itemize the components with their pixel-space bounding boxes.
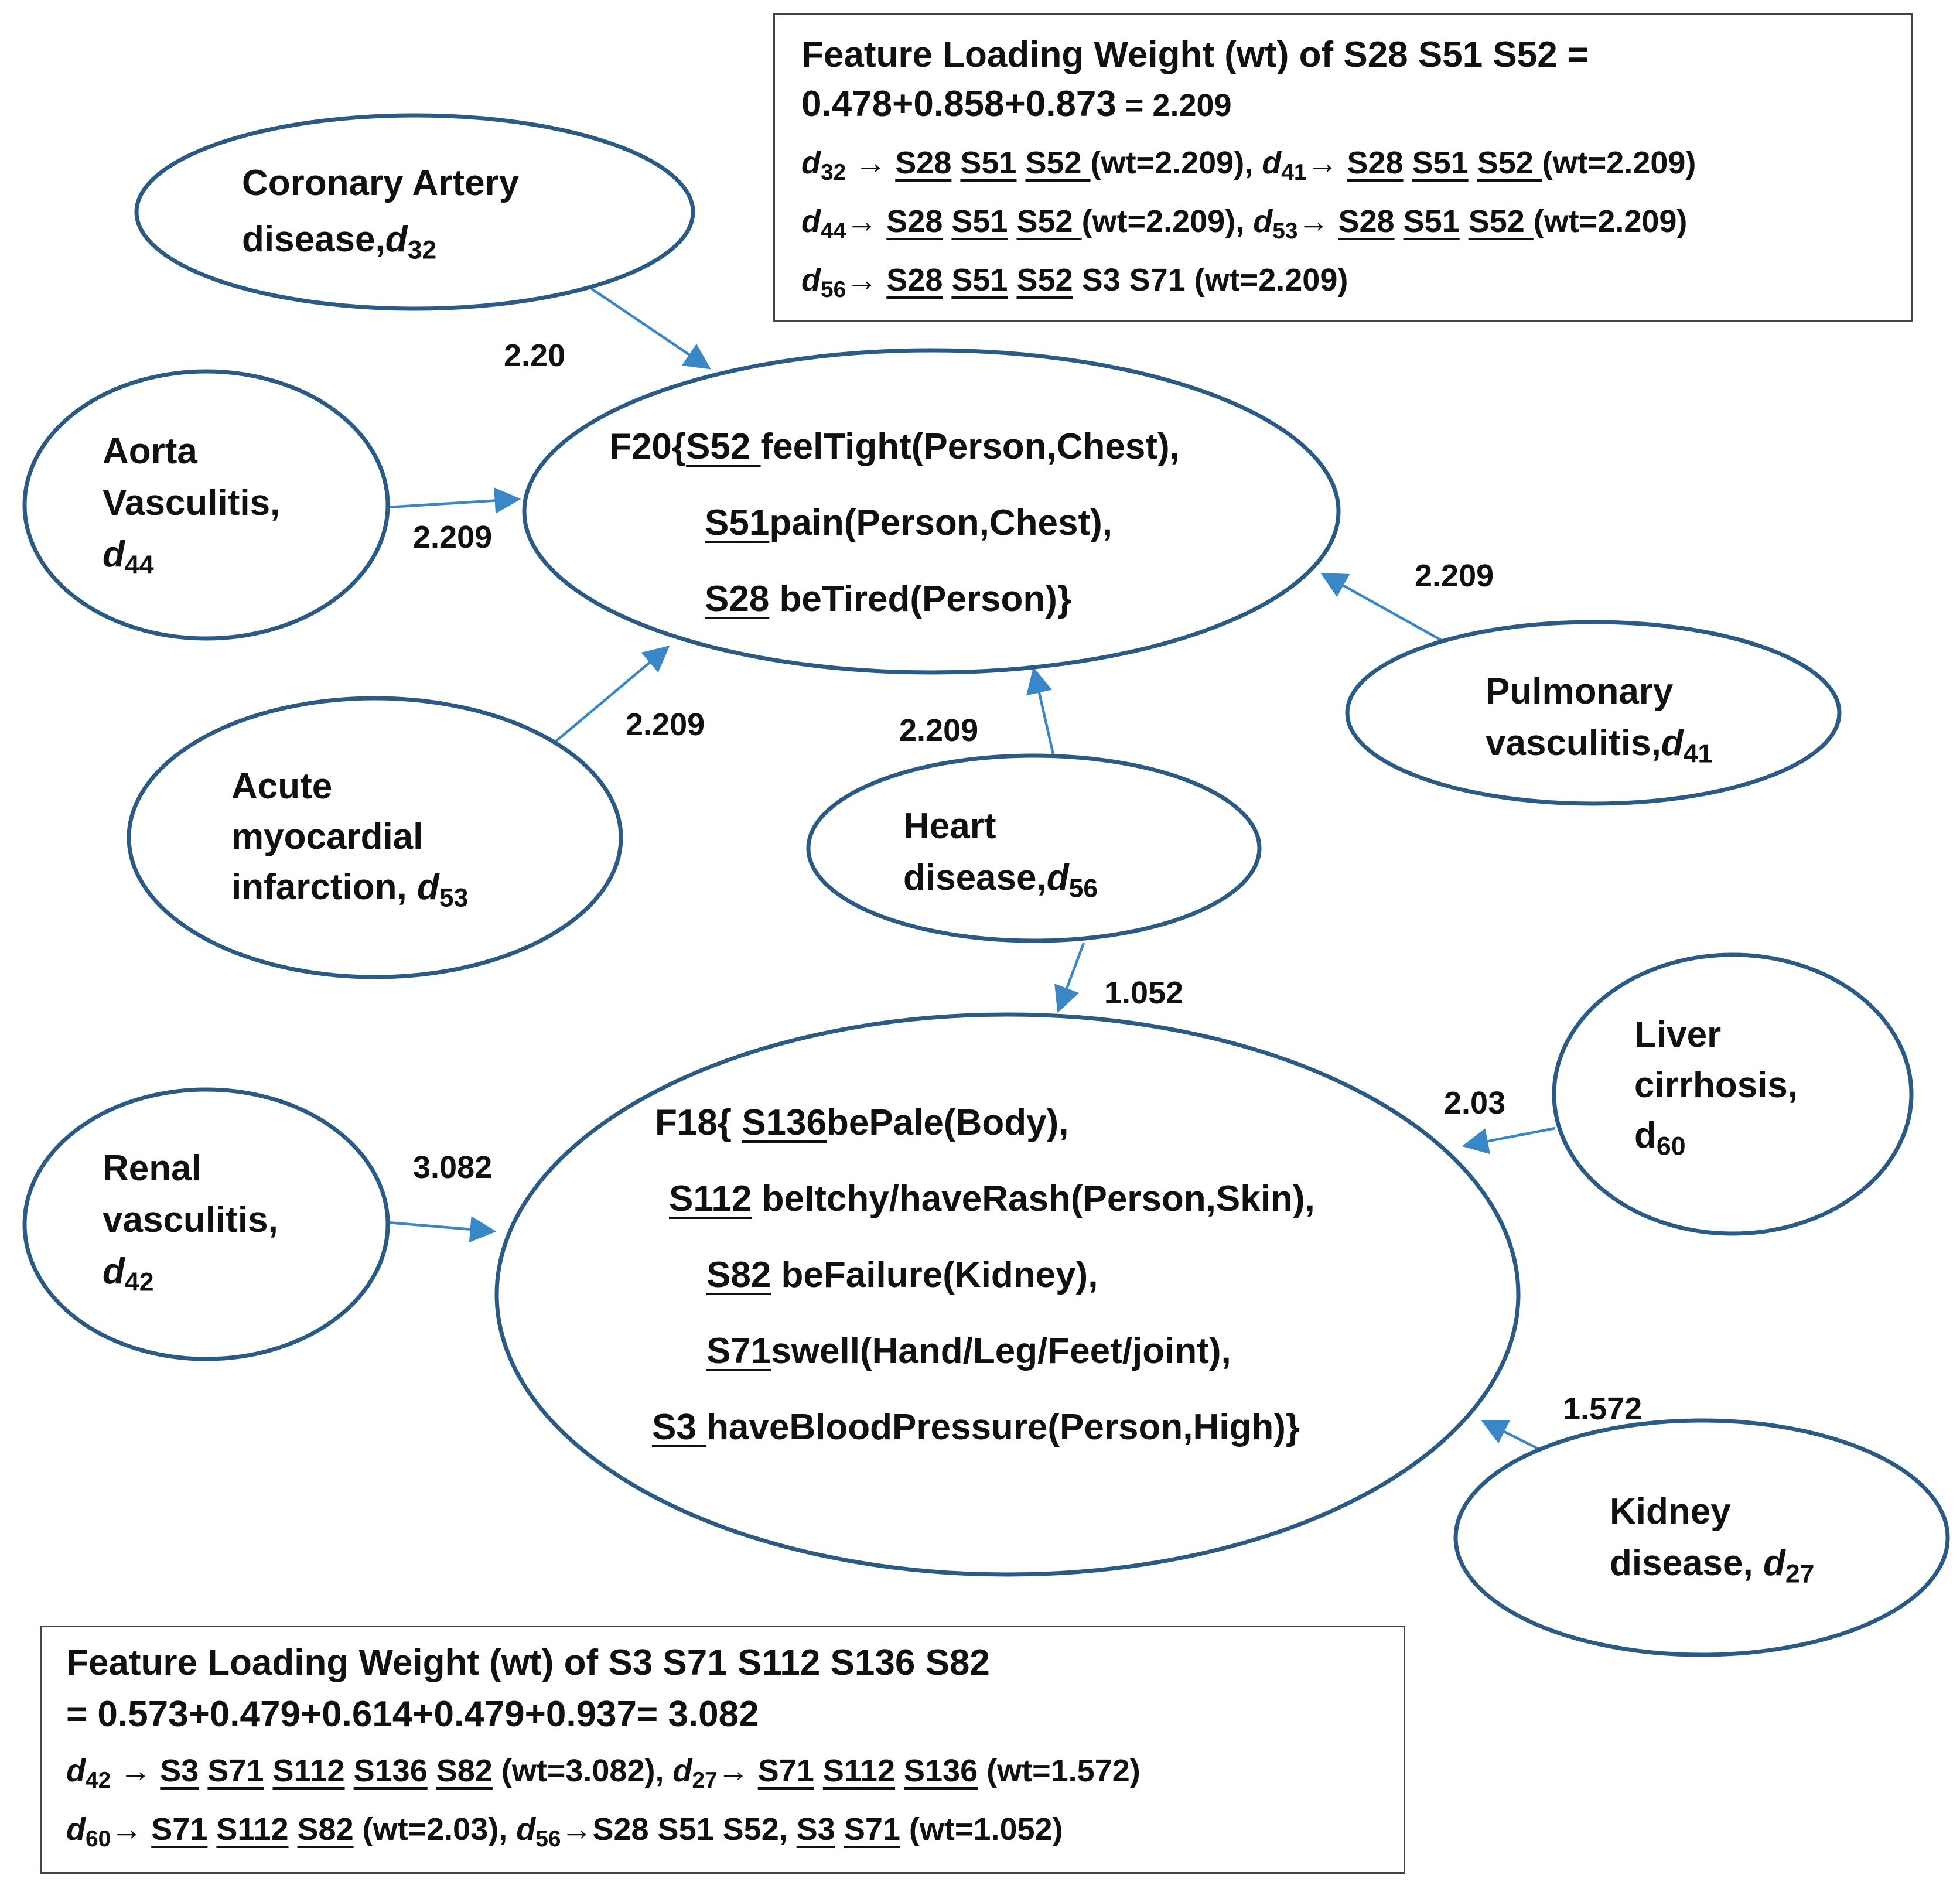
f20-line-1: F20{S52 feelTight(Person,Chest), xyxy=(609,426,1180,467)
node-kidney-disease xyxy=(1453,1418,1950,1657)
weight-heart-f20: 2.209 xyxy=(899,713,979,748)
weight-aorta: 2.209 xyxy=(413,520,493,555)
legend-box-bottom: Feature Loading Weight (wt) of S3 S71 S1… xyxy=(40,1626,1405,1874)
weight-renal: 3.082 xyxy=(413,1150,493,1185)
f18-line-2: S112 beItchy/haveRash(Person,Skin), xyxy=(669,1179,1315,1219)
label-pulmonary-line2: vasculitis,d41 xyxy=(1486,723,1713,769)
edge-heart-to-f18 xyxy=(1054,942,1085,1013)
node-renal-vasculitis xyxy=(22,1087,390,1361)
edge-acute-to-f20 xyxy=(549,646,670,747)
label-liver-line3: d60 xyxy=(1634,1115,1686,1161)
label-aorta-line2: Vasculitis, xyxy=(103,483,281,523)
f18-line-4: S71swell(Hand/Leg/Feet/joint), xyxy=(706,1331,1231,1371)
label-renal-line1: Renal xyxy=(103,1148,202,1189)
label-liver-line2: cirrhosis, xyxy=(1634,1065,1798,1105)
weight-pulmonary: 2.209 xyxy=(1415,558,1494,593)
node-liver-cirrhosis xyxy=(1552,952,1914,1236)
edge-aorta-to-f20 xyxy=(387,487,521,514)
legend-top-row-2: d44→ S28 S51 S52 (wt=2.209), d53→ S28 S5… xyxy=(801,204,1688,244)
label-acute-line2: myocardial xyxy=(231,817,424,857)
legend-bottom-row-1: d42 → S3 S71 S112 S136 S82 (wt=3.082), d… xyxy=(66,1753,1141,1793)
node-heart-disease xyxy=(806,753,1262,943)
label-heart-line1: Heart xyxy=(903,806,996,846)
f18-line-5: S3 haveBloodPressure(Person,High)} xyxy=(652,1407,1300,1447)
node-f18 xyxy=(494,1012,1521,1577)
label-aorta-line1: Aorta xyxy=(103,431,197,472)
label-pulmonary-line1: Pulmonary xyxy=(1486,671,1674,712)
label-kidney-line2: disease, d27 xyxy=(1610,1543,1815,1589)
legend-top-title: Feature Loading Weight (wt) of S28 S51 S… xyxy=(801,35,1589,75)
weight-liver: 2.03 xyxy=(1444,1085,1506,1121)
weight-acute: 2.209 xyxy=(626,707,705,742)
f18-line-1: F18{ S136bePale(Body), xyxy=(655,1102,1069,1143)
node-coronary-artery-disease xyxy=(134,113,695,311)
weight-coronary: 2.20 xyxy=(504,338,566,373)
f20-line-2: S51pain(Person,Chest), xyxy=(705,503,1112,543)
node-f20 xyxy=(522,348,1341,675)
label-kidney-line1: Kidney xyxy=(1610,1491,1731,1532)
label-coronary-line1: Coronary Artery xyxy=(242,163,520,203)
node-acute-myocardial-infarction xyxy=(127,696,623,979)
legend-top-row-1: d32 → S28 S51 S52 (wt=2.209), d41→ S28 S… xyxy=(801,145,1696,185)
label-acute-line1: Acute xyxy=(231,766,333,807)
node-pulmonary-vasculitis xyxy=(1345,620,1842,806)
label-coronary-line2: disease,d32 xyxy=(242,219,437,265)
edge-heart-to-f20 xyxy=(1026,667,1057,765)
edge-liver-to-f18 xyxy=(1462,1126,1556,1155)
legend-top-sum: 0.478+0.858+0.873 = 2.209 xyxy=(801,84,1232,124)
edge-pulmonary-to-f20 xyxy=(1320,572,1456,649)
label-acute-line3: infarction, d53 xyxy=(231,867,469,913)
label-heart-line2: disease,d56 xyxy=(903,858,1098,903)
f18-line-3: S82 beFailure(Kidney), xyxy=(706,1255,1098,1295)
legend-top-row-3: d56→ S28 S51 S52 S3 S71 (wt=2.209) xyxy=(801,262,1348,302)
label-renal-line3: d42 xyxy=(103,1251,154,1297)
f20-line-3: S28 beTired(Person)} xyxy=(705,579,1071,619)
weight-heart-f18: 1.052 xyxy=(1104,975,1184,1010)
legend-box-top: Feature Loading Weight (wt) of S28 S51 S… xyxy=(773,13,1913,322)
weight-kidney: 1.572 xyxy=(1563,1391,1643,1426)
node-aorta-vasculitis xyxy=(22,369,390,641)
label-aorta-line3: d44 xyxy=(103,534,154,580)
legend-bottom-title: Feature Loading Weight (wt) of S3 S71 S1… xyxy=(66,1642,990,1683)
legend-bottom-sum: = 0.573+0.479+0.614+0.479+0.937= 3.082 xyxy=(66,1694,759,1734)
edge-coronary-to-f20 xyxy=(590,288,711,370)
label-liver-line1: Liver xyxy=(1634,1015,1722,1055)
label-renal-line2: vasculitis, xyxy=(103,1200,278,1240)
edge-renal-to-f18 xyxy=(387,1216,497,1243)
legend-bottom-row-2: d60→ S71 S112 S82 (wt=2.03), d56→S28 S51… xyxy=(66,1812,1063,1852)
